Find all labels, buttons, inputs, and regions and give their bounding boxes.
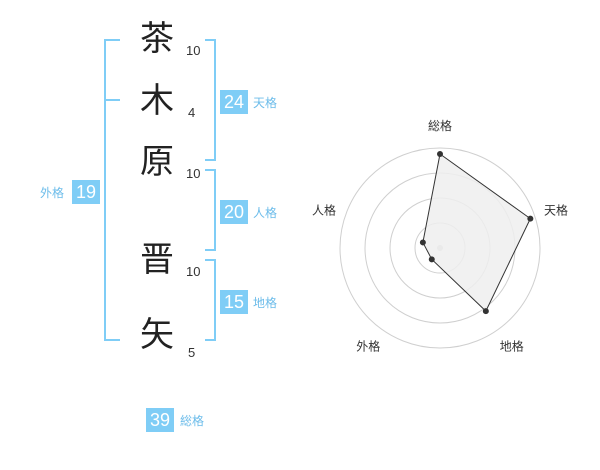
radar-point-1 <box>437 151 443 157</box>
radar-axis-label-3: 地格 <box>500 339 524 354</box>
name-char-3: 原 <box>140 142 174 182</box>
gaikaku-badge: 19 <box>72 180 100 204</box>
radar-axis-label-4: 外格 <box>356 339 380 354</box>
radar-point-5 <box>419 239 426 246</box>
radar-axis-label-1: 総格 <box>428 118 452 133</box>
chikaku-bracket <box>205 259 216 341</box>
radar-axis-label-5: 人格 <box>312 202 336 217</box>
name-char-4: 晋 <box>140 240 174 280</box>
radar-point-2 <box>527 215 534 222</box>
name-char-1: 茶 <box>140 19 174 59</box>
chikaku-label: 地格 <box>253 296 278 310</box>
stroke-count-2: 4 <box>188 105 196 120</box>
gaikaku-label: 外格 <box>40 186 65 200</box>
jinkaku-label: 人格 <box>253 206 278 220</box>
stroke-count-1: 10 <box>186 43 201 58</box>
radar-point-4 <box>428 256 435 263</box>
name-char-5: 矢 <box>140 315 174 355</box>
tenkaku-badge: 24 <box>220 90 248 114</box>
soukaku-label: 総格 <box>180 414 205 428</box>
soukaku-badge: 39 <box>146 408 174 432</box>
jinkaku-bracket <box>205 169 216 251</box>
name-char-2: 木 <box>140 81 174 121</box>
stroke-count-4: 10 <box>186 264 201 279</box>
radar-ring-4 <box>339 147 541 349</box>
tenkaku-bracket <box>205 39 216 161</box>
radar-axis-label-2: 天格 <box>544 202 568 217</box>
stroke-count-3: 10 <box>186 166 201 181</box>
stroke-count-5: 5 <box>188 345 196 360</box>
gaikaku-bracket <box>104 39 120 341</box>
chikaku-badge: 15 <box>220 290 248 314</box>
radar-polygon <box>422 153 531 312</box>
radar-point-3 <box>482 308 489 315</box>
tenkaku-label: 天格 <box>253 96 278 110</box>
jinkaku-badge: 20 <box>220 200 248 224</box>
